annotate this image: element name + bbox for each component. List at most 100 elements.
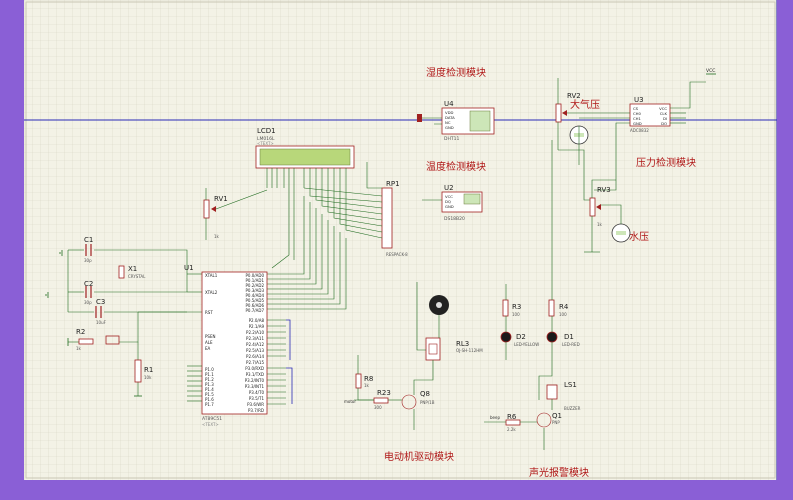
- pin-label: P0.3/AD3: [246, 288, 265, 293]
- svg-text:1k: 1k: [214, 234, 220, 239]
- vcc-power-symbol: VCC: [706, 68, 716, 75]
- svg-text:U2: U2: [444, 184, 454, 192]
- svg-text:DS18B20: DS18B20: [444, 216, 465, 222]
- pin-label: P1.0: [205, 367, 214, 372]
- motor-net-label: motor: [344, 399, 356, 404]
- svg-text:LED-YELLOW: LED-YELLOW: [514, 342, 539, 347]
- svg-text:LCD1: LCD1: [257, 127, 276, 135]
- q1-transistor[interactable]: Q1 PNP: [536, 412, 562, 428]
- r8-resistor[interactable]: R8 1k: [355, 373, 373, 389]
- pin-label: P3.3/INT1: [245, 384, 265, 389]
- q8-transistor[interactable]: Q8 PNP/1B: [401, 390, 435, 410]
- svg-text:R23: R23: [377, 389, 391, 397]
- rv3-potentiometer[interactable]: RV3 1k: [589, 186, 611, 227]
- pin-label: DI: [663, 116, 667, 121]
- pin-label: P0.2/AD2: [246, 283, 265, 288]
- mcu-left-pins: XTAL1XTAL2RSTPSENALEEAP1.0P1.1P1.2P1.3P1…: [205, 273, 218, 407]
- r23-resistor[interactable]: R23 300: [373, 389, 391, 410]
- svg-text:1k: 1k: [76, 346, 82, 351]
- svg-text:AT89C51: AT89C51: [202, 416, 222, 422]
- pin-label: XTAL2: [205, 290, 218, 295]
- svg-text:LED-RED: LED-RED: [562, 342, 580, 347]
- rv1-potentiometer[interactable]: RV1 1k: [203, 195, 228, 239]
- pin-label: GND: [445, 204, 454, 209]
- rv2-potentiometer[interactable]: RV2: [555, 92, 581, 123]
- svg-text:C1: C1: [84, 236, 93, 244]
- motor-fan[interactable]: [429, 295, 449, 315]
- water-pressure-gauge[interactable]: [611, 223, 631, 243]
- pin-label: DQ: [445, 199, 451, 204]
- r2-resistor[interactable]: R2 1k: [76, 328, 120, 351]
- svg-text:X1: X1: [128, 265, 137, 273]
- ds18b20-u2[interactable]: U2 DS18B20: [441, 184, 483, 222]
- pin-label: P0.5/AD5: [246, 298, 265, 303]
- svg-text:LM016L: LM016L: [257, 136, 275, 142]
- x1-crystal[interactable]: X1 CRYSTAL: [118, 265, 146, 279]
- alarm-module-title: 声光报警模块: [529, 466, 589, 479]
- pin-label: CS: [633, 106, 639, 111]
- pin-label: P3.4/T0: [249, 390, 265, 395]
- r6-resistor[interactable]: R6 2.2k: [505, 413, 521, 432]
- pin-label: P1.5: [205, 392, 214, 397]
- pin-label: P2.3/A11: [246, 336, 264, 341]
- pin-label: P3.2/INT0: [245, 378, 265, 383]
- r1-resistor[interactable]: R1 10k: [134, 359, 153, 383]
- c1-capacitor[interactable]: C1 30p: [84, 236, 93, 263]
- lcd-display[interactable]: LCD1 LM016L <TEXT>: [255, 127, 355, 169]
- svg-text:10k: 10k: [144, 375, 152, 380]
- svg-text:1k: 1k: [597, 222, 603, 227]
- pin-label: DATA: [445, 115, 455, 120]
- svg-text:D2: D2: [516, 333, 526, 341]
- pin-label: PSEN: [205, 334, 215, 339]
- pin-label: XTAL1: [205, 273, 218, 278]
- svg-text:VCC: VCC: [706, 68, 715, 74]
- svg-text:100: 100: [559, 312, 567, 317]
- pin-label: P0.4/AD4: [246, 293, 265, 298]
- svg-text:U4: U4: [444, 100, 454, 108]
- r3-resistor[interactable]: R3 100: [502, 299, 521, 317]
- svg-text:D1: D1: [564, 333, 574, 341]
- pin-label: P1.6: [205, 397, 214, 402]
- svg-text:<TEXT>: <TEXT>: [257, 141, 274, 146]
- svg-text:R6: R6: [507, 413, 517, 421]
- svg-text:R1: R1: [144, 366, 153, 374]
- c2-capacitor[interactable]: C2 30p: [84, 280, 93, 305]
- pin-label: DO: [661, 121, 667, 126]
- pin-label: P2.7/A15: [246, 360, 264, 365]
- pin-label: P2.1/A9: [249, 324, 265, 329]
- c3-capacitor[interactable]: C3 10uF: [95, 298, 107, 325]
- svg-text:30p: 30p: [84, 300, 92, 305]
- humidity-module-title: 湿度检测模块: [426, 66, 486, 79]
- beep-net-label: beep: [490, 415, 500, 420]
- svg-text:PNP: PNP: [552, 420, 560, 425]
- svg-text:RV1: RV1: [214, 195, 228, 203]
- svg-text:<TEXT>: <TEXT>: [202, 422, 219, 427]
- svg-text:R4: R4: [559, 303, 569, 311]
- svg-text:30p: 30p: [84, 258, 92, 263]
- pin-label: P1.2: [205, 377, 214, 382]
- pin-label: P3.1/TXD: [246, 372, 264, 377]
- svg-text:U3: U3: [634, 96, 644, 104]
- svg-text:RP1: RP1: [386, 180, 400, 188]
- pin-label: P1.4: [205, 387, 214, 392]
- pin-label: P2.2/A10: [246, 330, 264, 335]
- adc0832-u3[interactable]: U3 ADC0832: [629, 96, 671, 133]
- mcu-u1[interactable]: U1 AT89C51 <TEXT>: [184, 264, 268, 427]
- pin-label: P2.4/A12: [246, 342, 264, 347]
- svg-text:PNP/1B: PNP/1B: [420, 400, 435, 405]
- pin-label: EA: [205, 346, 211, 351]
- dht11-u4[interactable]: U4 DHT11: [441, 100, 495, 142]
- rl3-relay[interactable]: RL3 OJ-SH-112HM: [425, 337, 483, 361]
- svg-text:RV2: RV2: [567, 92, 581, 100]
- pin-label: P1.1: [205, 372, 214, 377]
- pin-label: VDD: [445, 110, 454, 115]
- pin-label: P0.7/AD7: [246, 308, 265, 313]
- pin-label: P2.6/A14: [246, 354, 264, 359]
- r4-resistor[interactable]: R4 100: [548, 299, 569, 317]
- svg-text:RESPACK-8: RESPACK-8: [386, 252, 408, 257]
- pin-label: P0.1/AD1: [246, 278, 265, 283]
- rp1-resistor-pack[interactable]: RP1 RESPACK-8: [381, 180, 408, 257]
- svg-text:300: 300: [374, 405, 382, 410]
- svg-text:C3: C3: [96, 298, 105, 306]
